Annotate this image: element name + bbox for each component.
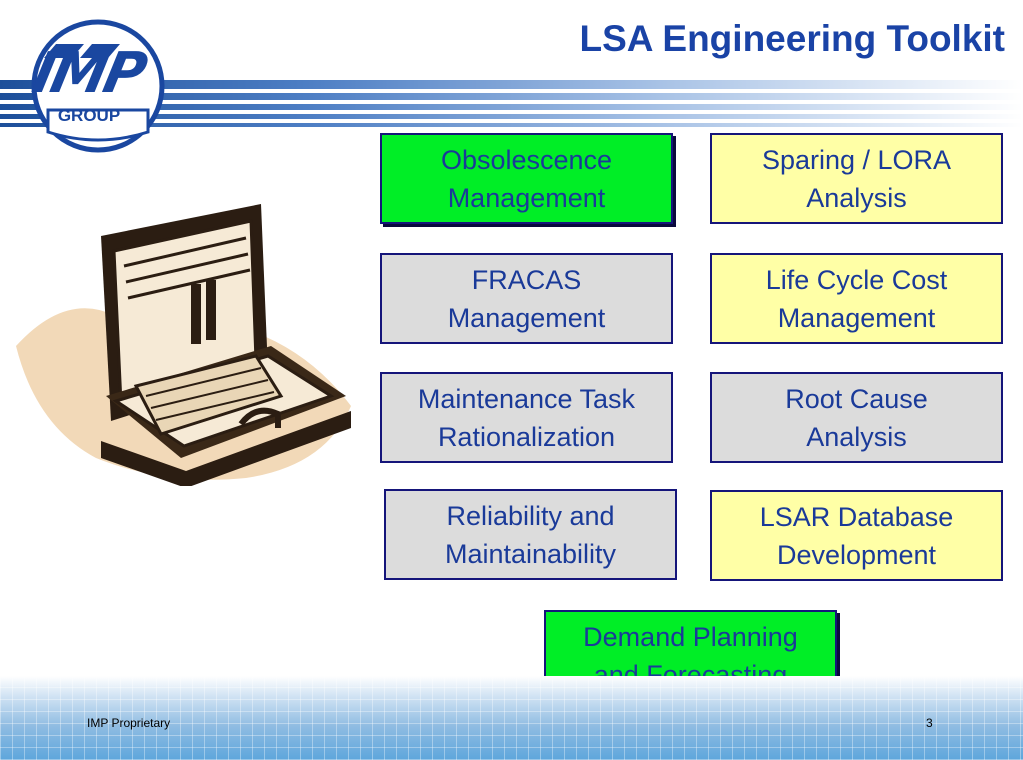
toolkit-item-label: Sparing / LORA Analysis	[761, 144, 952, 213]
toolkit-item-sparing-lora-analysis: Sparing / LORA Analysis	[710, 133, 1003, 224]
toolkit-item-lsar-database-development: LSAR Database Development	[710, 490, 1003, 581]
page-number: 3	[926, 716, 933, 730]
toolkit-item-label: Obsolescence Management	[440, 144, 613, 213]
briefcase-icon	[16, 204, 351, 486]
header-stripes	[0, 80, 1023, 136]
logo-text: IMP	[27, 41, 150, 106]
footer-band	[0, 676, 1023, 760]
toolkit-item-fracas-management: FRACAS Management	[380, 253, 673, 344]
toolkit-item-reliability-and-maintainability: Reliability and Maintainability	[384, 489, 677, 580]
toolkit-item-label: LSAR Database Development	[759, 501, 954, 570]
toolkit-item-label: Life Cycle Cost Management	[765, 264, 948, 333]
toolkit-item-label: FRACAS Management	[447, 264, 606, 333]
toolkit-item-maintenance-task-rationalization: Maintenance Task Rationalization	[380, 372, 673, 463]
toolkit-item-label: Reliability and Maintainability	[444, 500, 617, 569]
toolkit-item-root-cause-analysis: Root Cause Analysis	[710, 372, 1003, 463]
toolkit-item-label: Root Cause Analysis	[785, 383, 928, 452]
toolkit-item-label: Maintenance Task Rationalization	[417, 383, 636, 452]
toolkit-item-obsolescence-management: Obsolescence Management	[380, 133, 673, 224]
footer-text: IMP Proprietary	[87, 716, 171, 730]
toolkit-item-life-cycle-cost-management: Life Cycle Cost Management	[710, 253, 1003, 344]
logo-subtext: GROUP	[57, 106, 121, 125]
logo-circle-icon	[31, 19, 165, 153]
slide-title: LSA Engineering Toolkit	[579, 18, 1006, 59]
